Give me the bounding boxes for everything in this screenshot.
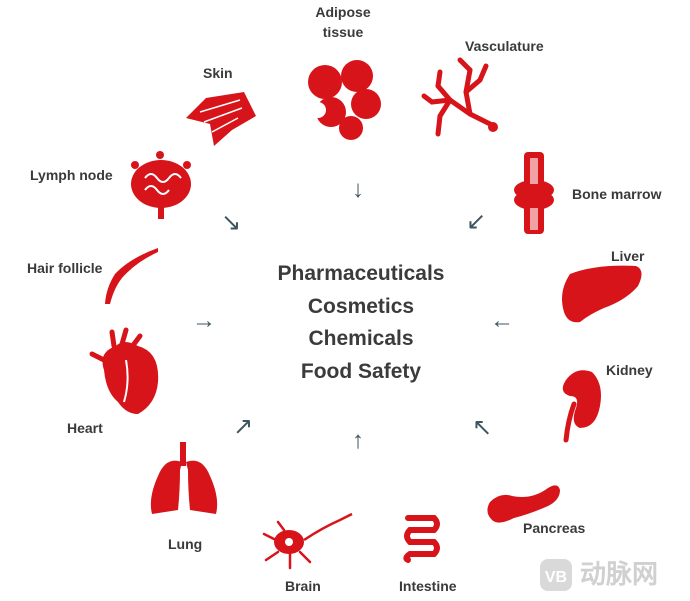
lung-icon bbox=[150, 442, 218, 514]
label-kidney: Kidney bbox=[606, 362, 653, 378]
watermark: VB 动脉网 bbox=[536, 555, 688, 595]
label-brain: Brain bbox=[285, 578, 321, 594]
label-adipose-line2: tissue bbox=[322, 24, 364, 40]
watermark-text: 动脉网 bbox=[580, 560, 659, 590]
label-skin: Skin bbox=[203, 65, 233, 81]
arrow-up-left-icon: ↖ bbox=[471, 414, 493, 441]
applications-list: Pharmaceuticals Cosmetics Chemicals Food… bbox=[250, 258, 472, 388]
adipose-tissue-icon bbox=[308, 60, 381, 140]
intestine-icon bbox=[403, 515, 440, 563]
arrow-down-right-icon: ↘ bbox=[220, 209, 242, 236]
skin-icon bbox=[186, 92, 256, 146]
label-vasculature: Vasculature bbox=[465, 38, 544, 54]
label-intestine: Intestine bbox=[399, 578, 457, 594]
lymph-node-icon bbox=[131, 151, 191, 219]
arrow-right-icon: → bbox=[192, 307, 216, 334]
svg-text:VB: VB bbox=[545, 569, 567, 586]
label-lung: Lung bbox=[168, 536, 203, 552]
vessel-end-icon bbox=[488, 122, 498, 132]
bone-marrow-icon bbox=[514, 152, 554, 234]
application-cosmetics: Cosmetics bbox=[307, 294, 415, 318]
arrow-left-icon: ← bbox=[490, 307, 514, 334]
application-food-safety: Food Safety bbox=[300, 359, 422, 383]
label-adipose-tissue: Adipose tissue bbox=[312, 2, 374, 42]
label-adipose-line1: Adipose bbox=[315, 4, 371, 20]
label-lymph-node: Lymph node bbox=[30, 167, 113, 183]
vasculature-icon bbox=[421, 57, 497, 137]
liver-icon bbox=[562, 265, 642, 323]
application-pharmaceuticals: Pharmaceuticals bbox=[277, 262, 445, 285]
arrow-up-right-icon: ↗ bbox=[232, 413, 254, 440]
watermark-logo-icon: VB bbox=[540, 559, 572, 591]
brain-neuron-icon bbox=[262, 512, 353, 570]
label-hair-follicle: Hair follicle bbox=[27, 260, 103, 276]
arrow-down-left-icon: ↙ bbox=[465, 208, 487, 235]
pancreas-icon bbox=[487, 485, 560, 523]
arrow-down-icon: ↓ bbox=[352, 176, 364, 203]
application-chemicals: Chemicals bbox=[308, 327, 414, 350]
label-heart: Heart bbox=[67, 420, 103, 436]
kidney-icon bbox=[562, 370, 601, 443]
hair-follicle-icon bbox=[105, 248, 158, 304]
label-liver: Liver bbox=[611, 248, 645, 264]
label-bone-marrow: Bone marrow bbox=[572, 186, 662, 202]
arrow-up-icon: ↑ bbox=[352, 427, 364, 454]
heart-icon bbox=[89, 327, 159, 414]
label-pancreas: Pancreas bbox=[523, 520, 586, 536]
